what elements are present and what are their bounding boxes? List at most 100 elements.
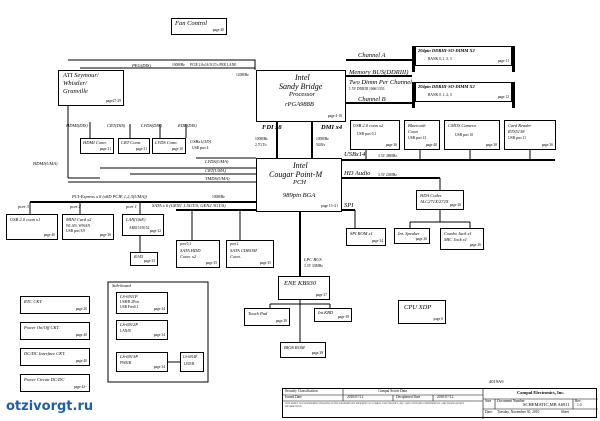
ls6913p-desc: PWR/B — [120, 361, 132, 365]
usbx1-left-page: USB port 4 — [192, 146, 209, 150]
pcie-port1: port 1 — [126, 204, 137, 209]
lpc-label: LPC BUS — [304, 257, 322, 262]
card-reader-page: page 36 — [541, 143, 553, 148]
usb-conn-box: USB 2.0 conn x2 USB port 0,1 page 36 — [350, 120, 400, 150]
bluetooth-page: page 40 — [425, 143, 437, 148]
tb-doc-number: 4019A9 — [489, 379, 504, 384]
gpu-box: ATI Seymour/ Whistler/ Granville page27-… — [58, 70, 124, 106]
pch-name: Cougar Point-M — [269, 170, 323, 179]
pch-pkg: 989pin BGA — [283, 192, 316, 199]
tb-date-value: Tuesday, November 30, 2010 — [497, 410, 540, 414]
bluetooth-box: Bluetooth Conn USB port 13 page 40 — [404, 120, 440, 150]
hdmi-uma-label: HDMI(UMA) — [33, 161, 58, 166]
tb-issued-value: 2010/07/12 — [347, 395, 364, 399]
ls6914p-box: LS-6914P LED/B — [180, 352, 204, 372]
spi-label: SPI — [344, 202, 354, 209]
rj45-page: page 33 — [143, 259, 155, 264]
dimm-a-title: 204pin DDRIII-SO-DIMM X2 — [418, 48, 475, 53]
combo-jack-mic: MIC Jack x1 — [444, 237, 467, 242]
touchpad-title: Touch Pad — [248, 311, 268, 316]
lan-title: LAN(GbE) — [126, 217, 146, 222]
rtc-box: RTC CKT. page 20 — [20, 296, 90, 314]
bluetooth-conn: Conn — [408, 129, 418, 134]
usb20-x1-title: USB 2.0 conn x1 — [10, 217, 41, 222]
dimm-b-bank: BANK 0, 1, 2, 3 — [428, 93, 452, 97]
hda-codec-title: HDA Codec — [420, 193, 442, 198]
int-speaker-title: Int. Speaker — [398, 231, 420, 236]
tb-security-value: Compal Secret Data — [378, 389, 407, 393]
usb20-x1-page: page 40 — [43, 233, 55, 238]
sata-label: SATA x 6 (GEN1 1.5GT/S, GEN2 3GT/S) — [152, 203, 226, 208]
dmi-rate: 5GB/s — [316, 143, 326, 147]
ec-title: ENE KB930 — [284, 280, 316, 287]
gpu-line3: Granville — [63, 88, 88, 95]
lpc-speed: 3.3V 33MHz — [304, 264, 323, 268]
pcie-port2: port 2 — [70, 204, 81, 209]
ec-box: ENE KB930 page 37 — [278, 276, 330, 300]
sata-hdd-ports: port 0,1 — [180, 242, 192, 246]
int-speaker-box: Int. Speaker page 26 — [394, 228, 430, 244]
title-block-grid — [283, 389, 598, 419]
crt-conn-page: page 31 — [135, 147, 147, 152]
usb-speed: 3.3V 48MHz — [378, 154, 397, 158]
bios-rom-box: BIOS ROM page 38 — [280, 342, 326, 358]
fdi-speed: 100MHz — [255, 137, 268, 141]
tb-docno-label: Document Number — [497, 399, 525, 403]
usb20-x1-box: USB 2.0 conn x1 page 40 — [6, 214, 58, 240]
sata-hdd-conn: Conn. x2 — [180, 254, 197, 259]
rtc-page: page 20 — [75, 307, 87, 312]
cpu-name: Sandy Bridge — [279, 82, 323, 91]
hda-codec-page: page 26 — [449, 203, 461, 208]
usb-conn-title: USB 2.0 conn x2 — [353, 123, 384, 128]
hda-codec-box: HDA Codec ALC271X/272X page 26 — [416, 190, 464, 210]
cpu-speed: 120MHz — [236, 73, 249, 77]
card-reader-chip: RTS5138 — [508, 129, 525, 134]
crt-conn-box: CRT Conn. page 31 — [118, 138, 150, 154]
usbx1-left-title: USBx1(3D) — [190, 139, 211, 144]
tb-issued-label: Issued Date — [285, 395, 302, 399]
ls6912p-desc: LAN/B — [120, 329, 131, 333]
sata-cdrom-box: port 2 SATA CDROM Conn. page 35 — [226, 240, 274, 268]
int-kbd-title: Int.KBD — [318, 310, 334, 315]
ls6911p-desc: USB/B 2Port — [120, 300, 140, 304]
pcie-speed: 100MHz — [212, 195, 225, 199]
dcdc-title: DC/DC Interface CKT. — [24, 351, 66, 356]
edp-dis-label: EDP(DIS) — [178, 123, 197, 128]
rtc-title: RTC CKT. — [24, 299, 43, 304]
sata-hdd-box: port 0,1 SATA HDD Conn. x2 page 35 — [176, 240, 220, 268]
lvds-conn-box: LVDS Conn. page 30 — [152, 138, 186, 154]
tb-company: Compal Electronics, Inc. — [517, 390, 565, 395]
cmos-camera-box: CMOS Camera USB port 10 page 30 — [444, 120, 500, 150]
combo-jack-title: Combo Jack x1 — [444, 231, 472, 236]
fdi-rate: 2.7GT/s — [255, 143, 267, 147]
tb-deciphered-label: Deciphered Date — [396, 395, 421, 399]
spi-rom-box: SPI ROM x1 page 34 — [346, 228, 386, 246]
card-reader-title: Card Reader — [508, 123, 532, 128]
peg-spec: PCIE 2.0x16 5GT/s PER LANE — [190, 63, 237, 67]
power-circuit-box: Power Circuit DC/DC page 42~ — [20, 374, 90, 392]
touchpad-page: page 38 — [275, 319, 287, 324]
dimm-b-title: 204pin DDRIII-SO-DIMM X2 — [418, 84, 475, 89]
gpu-line2: Whistler/ — [63, 80, 87, 87]
ls6913p-box: LS-6913P PWR/B page 34 — [116, 352, 168, 372]
rj45-title: RJ45 — [134, 254, 144, 259]
dmi-label: DMI x4 — [321, 124, 343, 131]
sata-cdrom-title: SATA CDROM — [230, 248, 257, 253]
tb-size-label: Size — [485, 399, 492, 403]
tb-doc-title: SCHEMATIC,MB A6911 — [523, 402, 570, 407]
pch-page: page 13~21 — [321, 204, 338, 209]
crt-uma-label: CRT(UMA) — [205, 168, 226, 173]
ls6911p-box: LS-6911P USB/B 2Port USB Port0,1 page 34 — [116, 292, 168, 314]
bios-rom-title: BIOS ROM — [284, 345, 305, 350]
dmi-speed: 100MHz — [316, 137, 329, 141]
bluetooth-port: USB port 13 — [408, 136, 427, 140]
tmds-uma-label: TMDS(UMA) — [205, 176, 230, 181]
crt-dis-label: CRT(DIS) — [107, 123, 126, 128]
fdi-label: FDI x8 — [262, 124, 282, 131]
watermark: otzivorgt.ru — [6, 399, 94, 414]
cpu-pkg: rPGA988B — [285, 101, 314, 108]
touchpad-box: Touch Pad page 38 — [244, 308, 290, 326]
lan-box: LAN(GbE) AR8151/8152 page 32 — [122, 214, 164, 236]
pch-brand: Intel — [293, 161, 308, 170]
